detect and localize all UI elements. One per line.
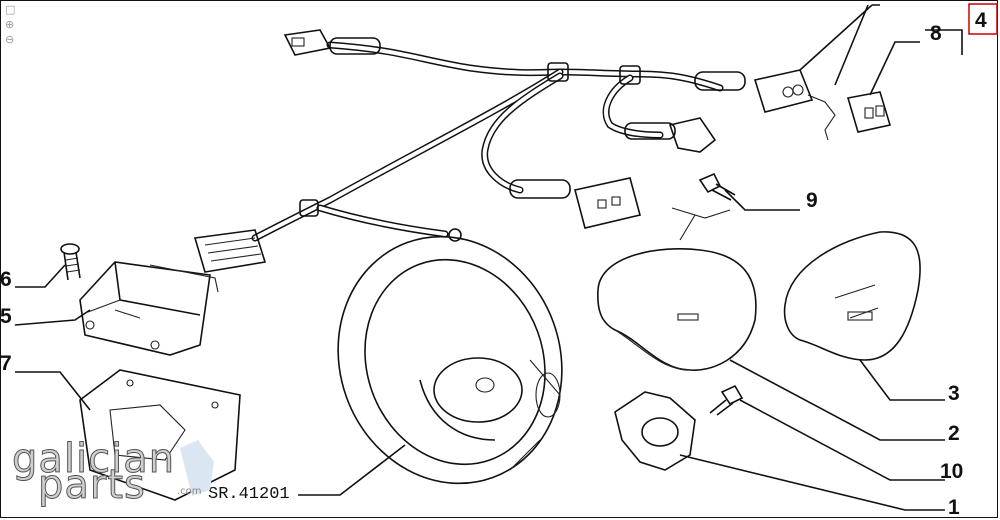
callout-3[interactable]: 3 <box>948 382 960 405</box>
highlight-box <box>968 3 998 35</box>
multi-pin-connector <box>193 229 267 273</box>
watermark-line2: parts <box>38 462 146 508</box>
page-icon[interactable]: □ <box>5 3 16 16</box>
part-8-connector[interactable] <box>846 91 892 133</box>
callout-2[interactable]: 2 <box>948 422 960 445</box>
callout-8[interactable]: 8 <box>930 22 942 45</box>
callout-7[interactable]: 7 <box>0 352 12 375</box>
callout-4[interactable]: 4 <box>975 9 987 32</box>
callout-6[interactable]: 6 <box>0 268 12 291</box>
part-10-bolt[interactable] <box>709 384 744 416</box>
callout-5[interactable]: 5 <box>0 305 12 328</box>
watermark-line1: galician <box>12 436 175 482</box>
part-6-bolt[interactable] <box>60 243 81 281</box>
part-1-steering-wheel[interactable] <box>304 205 596 515</box>
zoom-in-icon[interactable]: ⊕ <box>5 18 15 31</box>
reference-code: SR.41201 <box>208 485 290 504</box>
part-3-airbag-cover[interactable] <box>783 231 921 361</box>
part-2-airbag-module[interactable] <box>597 247 757 371</box>
part-9-bolt[interactable] <box>698 172 736 201</box>
wiring-harness <box>193 29 814 273</box>
zoom-out-icon[interactable]: ⊖ <box>5 33 15 46</box>
watermark-suffix: .com <box>177 486 202 497</box>
callout-9[interactable]: 9 <box>806 189 818 212</box>
part-5-control-unit[interactable] <box>79 261 219 356</box>
callout-10[interactable]: 10 <box>940 460 963 483</box>
callout-1[interactable]: 1 <box>948 496 960 519</box>
viewer-toolbar: □ ⊕ ⊖ <box>5 4 21 49</box>
watermark-logo: galician parts .com <box>12 436 214 509</box>
leader-lines <box>14 4 963 511</box>
part-clock-spring[interactable] <box>614 391 696 471</box>
